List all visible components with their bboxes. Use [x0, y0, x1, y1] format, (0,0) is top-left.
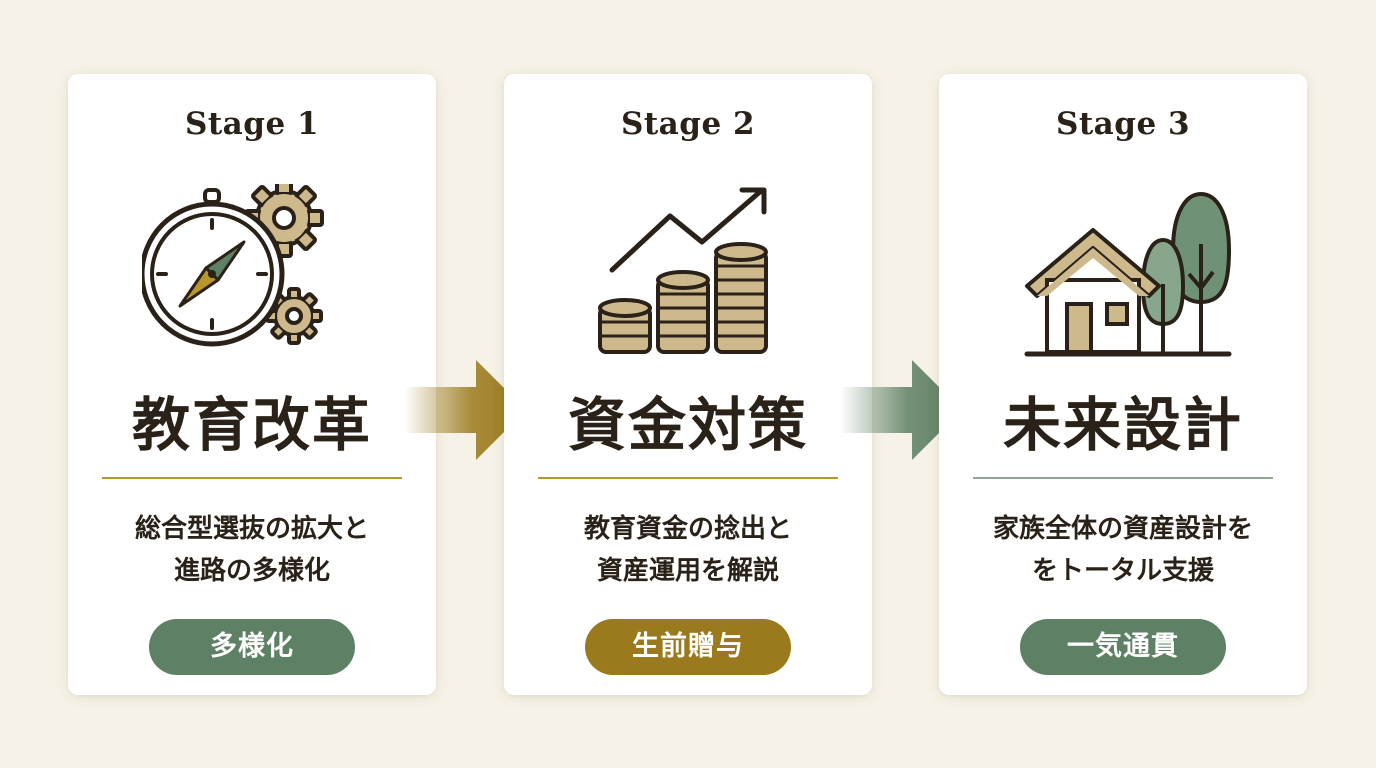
stage-badge: 多様化 — [149, 619, 355, 675]
stage-title: 未来設計 — [1002, 391, 1243, 459]
description-line: 総合型選抜の拡大と — [134, 514, 369, 544]
stage-label: Stage 1 — [184, 106, 320, 142]
stage-description: 総合型選抜の拡大と 進路の多様化 — [78, 508, 426, 592]
house-trees-icon — [1024, 191, 1232, 357]
stage-badge: 一気通貫 — [1020, 619, 1226, 675]
description-line: 教育資金の捻出と — [583, 514, 792, 544]
stage-label: Stage 3 — [1055, 106, 1191, 142]
compass-gears-icon — [142, 184, 324, 347]
stage-card-1: Stage 1 — [68, 74, 436, 695]
stage-card-3: Stage 3 未来設計 家族全体の資産設計を をトータル支援 一気通貫 — [939, 74, 1307, 695]
stage-description: 教育資金の捻出と 資産運用を解説 — [514, 508, 862, 592]
description-line: 進路の多様化 — [173, 556, 330, 586]
stage-label: Stage 2 — [620, 106, 756, 142]
green-arrow-icon — [840, 360, 962, 460]
stage-badge: 生前贈与 — [585, 619, 791, 675]
description-line: 家族全体の資産設計を — [992, 514, 1253, 544]
description-line: をトータル支援 — [1031, 556, 1214, 586]
divider — [538, 477, 838, 479]
gold-arrow-icon — [404, 360, 526, 460]
stage-title: 教育改革 — [131, 391, 372, 459]
stage-card-2: Stage 2 — [504, 74, 872, 695]
stage-title: 資金対策 — [567, 391, 808, 459]
stage-description: 家族全体の資産設計を をトータル支援 — [949, 508, 1297, 592]
coins-growth-icon — [598, 187, 768, 354]
divider — [102, 477, 402, 479]
description-line: 資産運用を解説 — [596, 556, 779, 586]
divider — [973, 477, 1273, 479]
